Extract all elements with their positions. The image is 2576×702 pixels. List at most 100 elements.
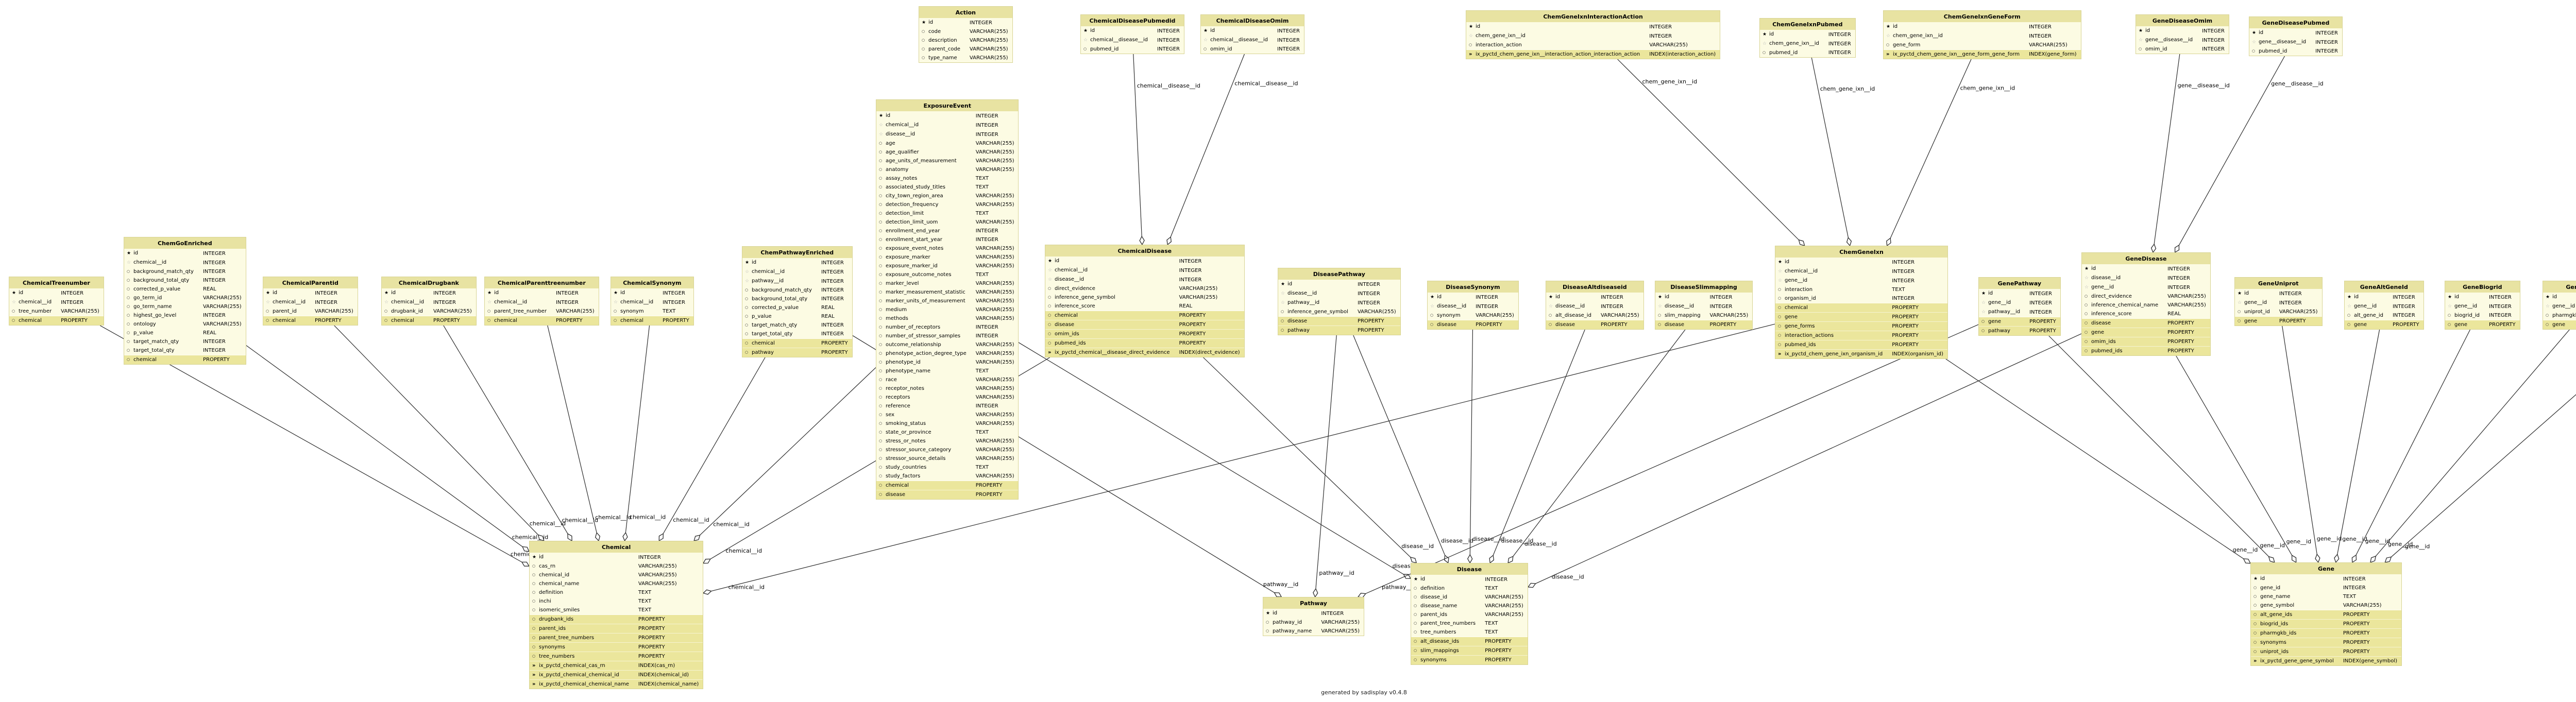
field-name: ix_pyctd_chemical__disease_direct_eviden… — [1055, 350, 1170, 355]
entity-title: ChemGeneIxnInteractionAction — [1466, 11, 1720, 22]
field-name-cell: ○city_town_region_area — [876, 192, 969, 200]
field-type: PROPERTY — [655, 316, 693, 325]
field-name: marker_level — [886, 281, 919, 286]
field-name-cell: ○disease — [1546, 320, 1594, 329]
field-type: INDEX(interaction_action) — [1642, 49, 1720, 59]
field-type: INTEGER — [2029, 290, 2052, 297]
field-name: id — [1665, 294, 1670, 300]
field-type: INTEGER — [61, 299, 84, 305]
column-circle-icon: ○ — [1414, 595, 1417, 599]
field-name-cell: ○interaction_actions — [1775, 331, 1885, 340]
column-circle-icon: ○ — [127, 339, 130, 344]
foreign-key-star-icon: ☆ — [2084, 276, 2089, 281]
field-type: VARCHAR(255) — [975, 193, 1014, 199]
property-circle-icon: ○ — [384, 318, 388, 322]
index-chevron-icon: » — [1048, 350, 1052, 355]
field-name: id — [1988, 290, 1993, 296]
property-circle-icon: ○ — [1778, 305, 1782, 310]
field-name: id — [1090, 28, 1095, 33]
field-name-cell: ○slim_mappings — [1411, 646, 1478, 656]
field-type: INTEGER — [2392, 294, 2415, 300]
relationship-line — [334, 325, 539, 536]
field-name: exposure_event_notes — [886, 246, 944, 251]
column-circle-icon: ○ — [1204, 47, 1207, 51]
field-type: PROPERTY — [2160, 346, 2210, 355]
field-type: TEXT — [1485, 586, 1498, 591]
edge-label: chemical__id — [673, 517, 709, 523]
field-name-cell: ○gene_forms — [1775, 321, 1885, 331]
column-circle-icon: ○ — [879, 386, 883, 390]
field-name: gene__id — [2552, 303, 2575, 309]
relationship-line — [1018, 342, 1405, 575]
field-name-cell: ★id — [1201, 26, 1270, 36]
field-name: background_total_qty — [752, 296, 808, 302]
field-name: race — [886, 377, 897, 383]
foreign-key-star-icon: ☆ — [1430, 304, 1435, 309]
field-type: VARCHAR(255) — [969, 55, 1008, 61]
field-type: INTEGER — [1357, 281, 1380, 287]
field-name: pubmed_id — [1769, 50, 1798, 56]
relationship-line — [99, 325, 523, 563]
field-name: id — [494, 290, 499, 296]
foreign-key-star-icon: ☆ — [1083, 38, 1088, 43]
field-name-cell: ○description — [919, 36, 962, 45]
field-type: INTEGER — [2279, 300, 2302, 306]
index-chevron-icon: » — [1886, 52, 1890, 57]
column-circle-icon: ○ — [2252, 49, 2256, 53]
field-name-cell: ○inference_score — [1045, 302, 1172, 311]
field-name: chemical — [391, 318, 414, 323]
field-name: gene__id — [1988, 300, 2011, 305]
field-name-cell: ○disease — [1655, 320, 1703, 329]
field-name-cell: ★id — [1411, 575, 1478, 584]
edge-label: chem_gene_ixn__id — [1960, 85, 2015, 92]
entity-title: Disease — [1411, 563, 1528, 575]
field-name-cell: ☆gene__id — [2082, 283, 2160, 292]
column-circle-icon: ○ — [879, 448, 883, 452]
edge-label: gene__id — [2365, 538, 2391, 544]
field-type: VARCHAR(255) — [202, 304, 242, 310]
field-type: PROPERTY — [54, 316, 104, 325]
relationship-line — [1315, 335, 1337, 590]
field-name: pubmed_ids — [1055, 340, 1086, 346]
edge-label: disease__id — [1524, 540, 1557, 547]
field-name: gene — [2091, 330, 2104, 335]
field-type: INTEGER — [1277, 37, 1300, 43]
field-name-cell: ○omim_id — [1201, 45, 1270, 54]
field-name: pathway — [1988, 328, 2010, 334]
field-name-cell: ○go_term_id — [124, 294, 196, 302]
field-name: id — [1055, 258, 1060, 264]
property-circle-icon: ○ — [532, 645, 536, 649]
field-name: id — [620, 290, 625, 296]
field-name-cell: ★id — [2345, 293, 2385, 302]
diamond-arrowhead-icon — [1527, 583, 1536, 588]
field-name-cell: ○highest_go_level — [124, 311, 196, 320]
field-name: slim_mappings — [1420, 648, 1459, 654]
primary-key-star-icon: ★ — [1204, 28, 1208, 33]
diamond-arrowhead-icon — [702, 558, 711, 564]
column-circle-icon: ○ — [745, 332, 749, 336]
field-type: VARCHAR(255) — [969, 38, 1008, 43]
field-name-cell: ○inference_gene_symbol — [1045, 293, 1172, 302]
field-type: PROPERTY — [2160, 328, 2210, 337]
field-type: INTEGER — [202, 278, 226, 283]
field-name-cell: ☆chemical__id — [263, 298, 308, 307]
